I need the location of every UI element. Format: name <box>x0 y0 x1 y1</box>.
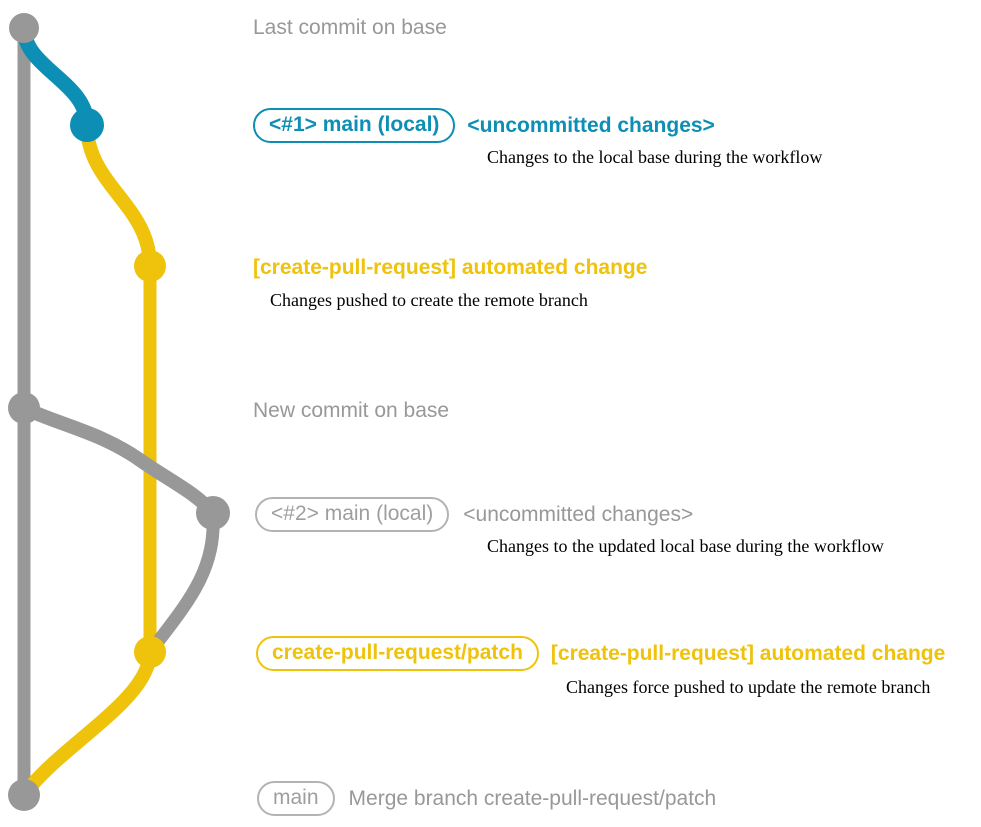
commit-subject-main-local-1: <uncommitted changes> <box>467 114 715 137</box>
commit-node-main-local-1[interactable] <box>70 108 104 142</box>
entry-main-local-1: <#1> main (local) <uncommitted changes> <box>253 108 715 143</box>
commit-description-main-local-2: Changes to the updated local base during… <box>487 536 884 556</box>
edge-automated-2-to-merge <box>17 645 157 802</box>
edge-main-local-1-to-automated-1 <box>80 118 157 273</box>
commit-node-new-commit-on-base[interactable] <box>8 392 40 424</box>
branch-pill-create-pull-request-patch[interactable]: create-pull-request/patch <box>256 636 539 671</box>
commit-node-main-local-2[interactable] <box>196 496 230 530</box>
commit-node-automated-change-1[interactable] <box>134 250 166 282</box>
headline-automated-change-1: [create-pull-request] automated change <box>253 256 648 279</box>
branch-pill-main-local-2[interactable]: <#2> main (local) <box>255 497 450 532</box>
commit-description-automated-change-2: Changes force pushed to update the remot… <box>566 677 931 697</box>
entry-main-local-2: <#2> main (local) <uncommitted changes> <box>255 497 693 532</box>
commit-node-automated-change-2[interactable] <box>134 636 166 668</box>
commit-node-last-commit-on-base[interactable] <box>9 13 39 43</box>
headline-last-commit-on-base: Last commit on base <box>253 16 447 39</box>
branch-pill-main[interactable]: main <box>257 781 335 816</box>
commit-subject-main-local-2: <uncommitted changes> <box>463 503 694 526</box>
commit-subject-automated-change-2: [create-pull-request] automated change <box>550 642 946 665</box>
commit-node-merge[interactable] <box>8 779 40 811</box>
edge-base-to-main-local-2 <box>17 401 220 520</box>
headline-new-commit-on-base: New commit on base <box>253 399 450 422</box>
entry-automated-change-2: create-pull-request/patch [create-pull-r… <box>256 636 945 671</box>
edge-main-local-2-to-automated-2 <box>143 506 220 659</box>
commit-description-main-local-1: Changes to the local base during the wor… <box>487 147 823 167</box>
commit-description-automated-change-1: Changes pushed to create the remote bran… <box>270 290 588 310</box>
entry-merge-branch: main Merge branch create-pull-request/pa… <box>257 781 716 816</box>
branch-pill-main-local-1[interactable]: <#1> main (local) <box>253 108 456 143</box>
commit-subject-merge: Merge branch create-pull-request/patch <box>348 787 717 810</box>
edge-base-to-main-local-1 <box>16 20 95 133</box>
